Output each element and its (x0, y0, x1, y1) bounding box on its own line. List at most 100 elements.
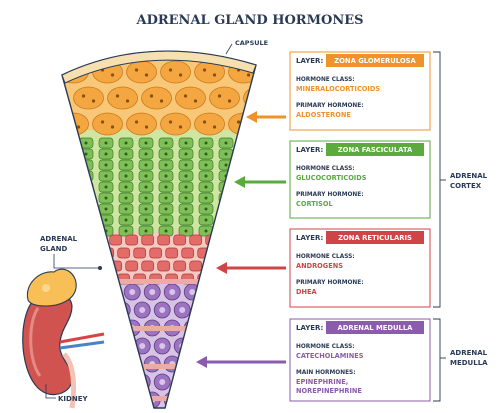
medulla-cell-nucleus (159, 307, 165, 313)
fasciculata-cell-nucleus (205, 142, 208, 145)
class-value-glomerulosa: MINERALOCORTICOIDS (296, 85, 380, 93)
reticularis-cell (214, 274, 226, 284)
cortex-bracket (433, 52, 440, 307)
glomerulosa-cell-nucleus (262, 99, 265, 102)
fasciculata-cell-nucleus (105, 208, 108, 211)
medulla-cell (194, 302, 210, 318)
medulla-cell-nucleus (209, 397, 215, 403)
fasciculata-cell-nucleus (105, 219, 108, 222)
blood-band-3 (40, 364, 280, 369)
fasciculata-cell-nucleus (225, 219, 228, 222)
medulla-cell-nucleus (109, 325, 115, 331)
glomerulosa-cell-nucleus (237, 120, 240, 123)
fasciculata-cell-nucleus (85, 186, 88, 189)
reticularis-cell (94, 235, 106, 245)
kidney-label: KIDNEY (58, 395, 88, 403)
fasciculata-cell-nucleus (225, 230, 228, 233)
reticularis-cell (198, 248, 210, 258)
arrow-reticularis (216, 262, 286, 274)
hormone-value-medulla-1: EPINEPHRINE, (296, 378, 348, 386)
fasciculata-cell-nucleus (225, 142, 228, 145)
glomerulosa-cell-nucleus (228, 99, 231, 102)
fasciculata-cell-nucleus (205, 153, 208, 156)
reticularis-cell (206, 261, 218, 271)
reticularis-cell (158, 235, 170, 245)
group-label-cortex-2: CORTEX (450, 182, 482, 190)
glomerulosa-cell-cluster (108, 87, 138, 109)
medulla-cell-nucleus (189, 397, 195, 403)
fasciculata-cell-nucleus (185, 230, 188, 233)
glomerulosa-cell-nucleus (218, 94, 221, 97)
layer-name-glomerulosa: ZONA GLOMERULOSA (334, 57, 416, 65)
fasciculata-cell-nucleus (125, 186, 128, 189)
fasciculata-cell (239, 226, 253, 236)
layer-name-fasciculata: ZONA FASCICULATA (338, 146, 413, 154)
reticularis-cell (134, 248, 146, 258)
medulla-cell-nucleus (129, 289, 135, 295)
glomerulosa-cell-nucleus (179, 73, 182, 76)
reticularis-cell (118, 248, 130, 258)
fasciculata-cell (59, 182, 73, 192)
fasciculata-cell-nucleus (145, 186, 148, 189)
fasciculata-cell-nucleus (85, 153, 88, 156)
reticularis-cell (222, 235, 234, 245)
glomerulosa-cell-cluster (161, 61, 191, 83)
reticularis-cell (158, 261, 170, 271)
fasciculata-cell-nucleus (245, 153, 248, 156)
fasciculata-cell (239, 160, 253, 170)
fasciculata-cell-nucleus (145, 208, 148, 211)
glomerulosa-cell-nucleus (160, 99, 163, 102)
glomerulosa-cell-cluster (176, 87, 206, 109)
fasciculata-cell (59, 204, 73, 214)
fasciculata-cell-nucleus (65, 186, 68, 189)
fasciculata-cell-nucleus (65, 230, 68, 233)
layer-name-medulla: ADRENAL MEDULLA (338, 324, 414, 332)
fasciculata-cell-nucleus (165, 208, 168, 211)
glomerulosa-cell-nucleus (145, 73, 148, 76)
glomerulosa-cell-nucleus (126, 99, 129, 102)
fasciculata-cell-nucleus (65, 197, 68, 200)
glomerulosa-cell-nucleus (169, 120, 172, 123)
reticularis-cell (230, 248, 242, 258)
glomerulosa-cell-nucleus (203, 68, 206, 71)
fasciculata-cell (79, 215, 93, 225)
fasciculata-cell-nucleus (125, 230, 128, 233)
fasciculata-cell-nucleus (145, 153, 148, 156)
hormone-value-medulla-2: NOREPINEPHRINE (296, 387, 362, 395)
glomerulosa-cell-cluster (127, 61, 157, 83)
fasciculata-cell (59, 160, 73, 170)
glomerulosa-cell-nucleus (82, 94, 85, 97)
glomerulosa-cell-cluster (244, 87, 274, 109)
group-label-cortex-1: ADRENAL (450, 172, 488, 180)
layer-caption-reticularis: LAYER: (296, 234, 323, 242)
fasciculata-cell-nucleus (205, 208, 208, 211)
glomerulosa-cell-nucleus (213, 125, 216, 128)
class-caption-fasciculata: HORMONE CLASS: (296, 166, 355, 172)
reticularis-cell (126, 235, 138, 245)
fasciculata-cell-nucleus (165, 153, 168, 156)
medulla-cell (214, 302, 230, 318)
medulla-cell (124, 356, 140, 372)
glomerulosa-cell-cluster (161, 113, 191, 135)
reticularis-cell (86, 248, 98, 258)
glomerulosa-cell-nucleus (111, 73, 114, 76)
medulla-cell (214, 374, 230, 390)
reticularis-cell (150, 248, 162, 258)
fasciculata-cell-nucleus (125, 153, 128, 156)
fasciculata-cell-nucleus (205, 219, 208, 222)
reticularis-cell (110, 235, 122, 245)
fasciculata-cell-nucleus (65, 153, 68, 156)
glomerulosa-cell-nucleus (247, 73, 250, 76)
reticularis-cell (78, 261, 90, 271)
blood-band-2 (40, 326, 280, 331)
class-value-reticularis: ANDROGENS (296, 262, 343, 270)
fasciculata-cell-nucleus (105, 175, 108, 178)
fasciculata-cell-nucleus (185, 219, 188, 222)
medulla-cell (124, 392, 140, 408)
fasciculata-cell-nucleus (165, 197, 168, 200)
fasciculata-cell-nucleus (225, 208, 228, 211)
medulla-cell (104, 356, 120, 372)
info-box-glomerulosa: LAYER: ZONA GLOMERULOSA HORMONE CLASS: M… (290, 52, 430, 130)
arrow-fasciculata (234, 176, 286, 188)
